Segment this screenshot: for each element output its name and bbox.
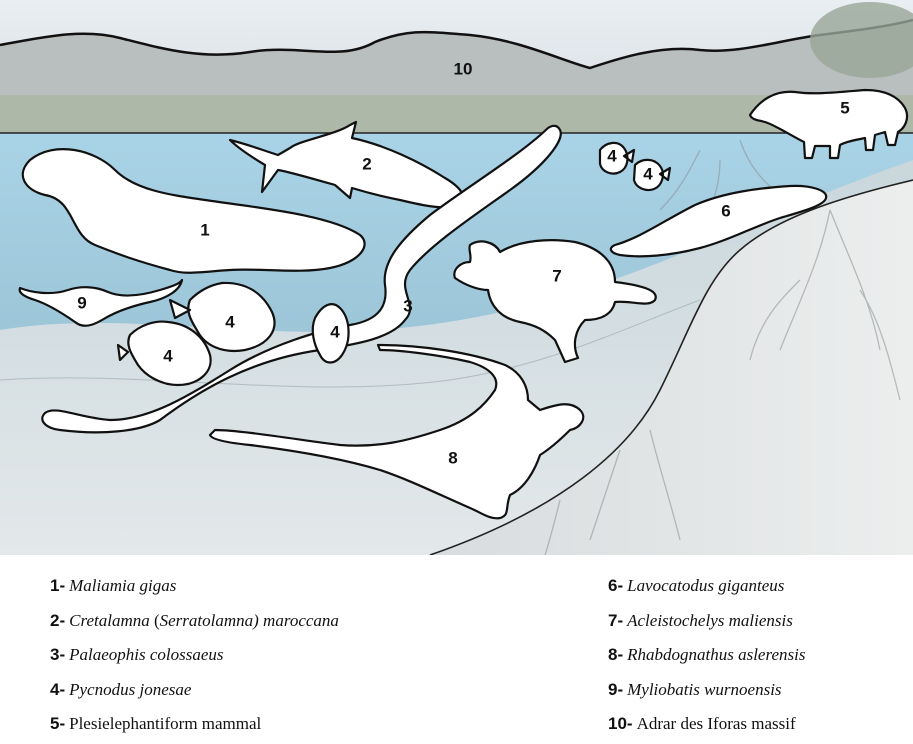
silhouette-4-pycnodus-e <box>632 158 672 192</box>
label-2: 2 <box>362 154 371 173</box>
silhouette-4-pycnodus-b <box>116 320 212 387</box>
label-5: 5 <box>840 98 849 117</box>
label-8: 8 <box>448 448 457 467</box>
legend-left-column: 1-Maliamia gigas 2-Cretalamna (Serratola… <box>50 569 339 742</box>
label-4-e: 4 <box>643 164 653 183</box>
label-7: 7 <box>552 266 561 285</box>
legend-item-6: 6-Lavocatodus giganteus <box>608 576 785 595</box>
legend-item-7: 7-Acleistochelys maliensis <box>608 610 793 630</box>
label-4-c: 4 <box>330 322 340 341</box>
legend-item-10: 10-Adrar des Iforas massif <box>608 714 796 733</box>
silhouette-5-mammal <box>748 88 909 160</box>
silhouette-7-turtle <box>453 239 657 364</box>
silhouette-4-pycnodus-c <box>311 303 350 364</box>
label-4-a: 4 <box>225 312 235 331</box>
paleo-scene: 1 2 3 4 4 4 4 4 5 6 7 8 9 10 <box>0 0 913 555</box>
silhouette-1-maliamia <box>21 148 366 274</box>
legend-item-9: 9-Myliobatis wurnoensis <box>608 679 782 699</box>
label-9: 9 <box>77 293 86 312</box>
legend-right-column: 6-Lavocatodus giganteus 7-Acleistochelys… <box>608 569 805 742</box>
legend-item-8: 8-Rhabdognathus aslerensis <box>608 645 806 664</box>
legend: 1-Maliamia gigas 2-Cretalamna (Serratola… <box>0 555 913 744</box>
mountain-ridge-line <box>0 18 913 70</box>
silhouette-9-ray <box>18 278 184 327</box>
trees <box>810 2 913 78</box>
silhouette-8-croc <box>208 343 585 520</box>
legend-item-2: 2-Cretalamna (Serratolamna) maroccana <box>50 610 339 630</box>
legend-item-3: 3-Palaeophis colossaeus <box>50 645 224 664</box>
label-1: 1 <box>200 220 209 239</box>
label-4-d: 4 <box>607 146 617 165</box>
label-10: 10 <box>454 59 473 78</box>
silhouette-4-pycnodus-d <box>598 141 636 175</box>
label-6: 6 <box>721 201 730 220</box>
legend-item-4: 4-Pycnodus jonesae <box>50 679 192 699</box>
label-4-b: 4 <box>163 346 173 365</box>
label-3: 3 <box>403 296 412 315</box>
silhouette-3-snake <box>41 124 562 434</box>
legend-item-5: 5-Plesielephantiform mammal <box>50 714 262 733</box>
legend-item-1: 1-Maliamia gigas <box>50 576 177 595</box>
silhouette-4-pycnodus-a <box>168 281 276 353</box>
silhouette-6-lavocatodus <box>609 184 828 258</box>
